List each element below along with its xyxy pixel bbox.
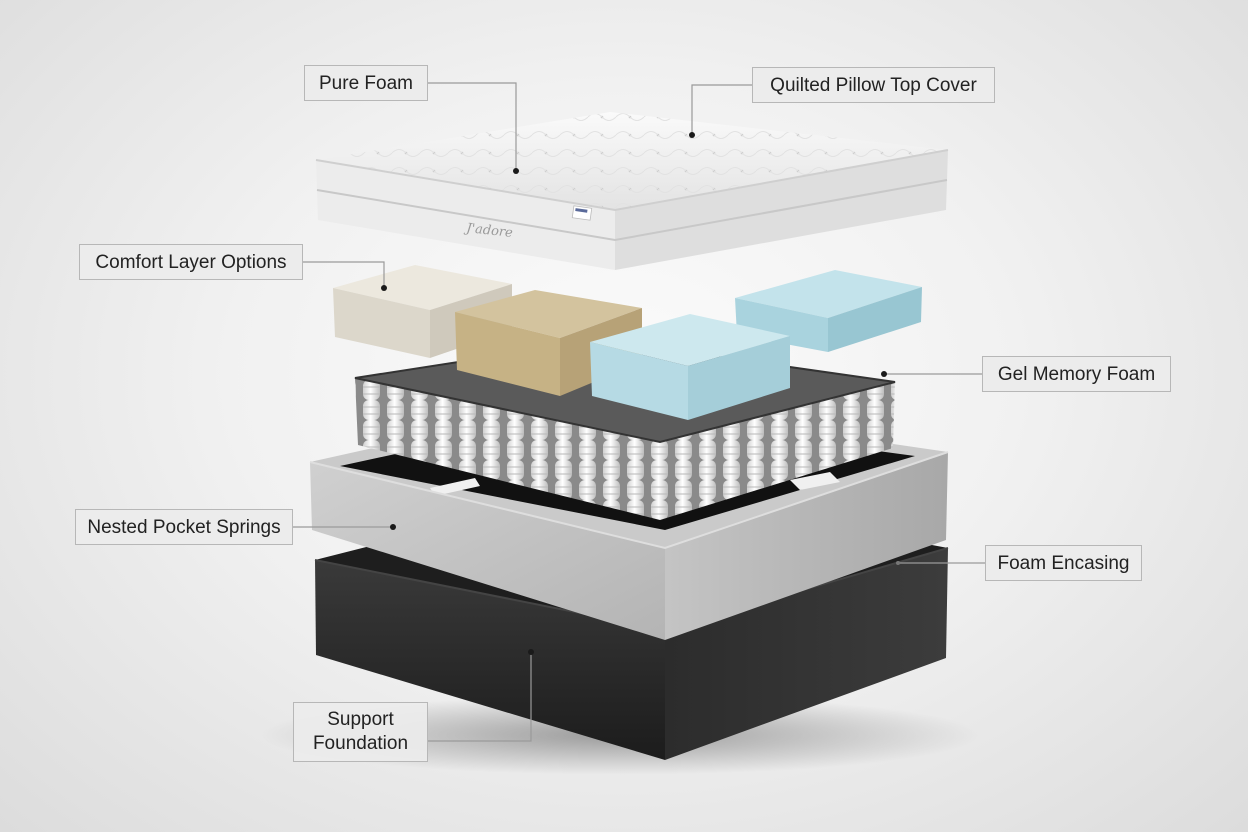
anchor-dot-comfort-layer (381, 285, 387, 291)
leader-quilted-cover (691, 84, 752, 135)
pillow-top-mattress-graphic: J'adore (315, 112, 949, 270)
anchor-dot-pocket-springs (390, 524, 396, 530)
label-comfort-layer-options: Comfort Layer Options (79, 244, 303, 280)
anchor-dots (381, 132, 900, 655)
leader-pure-foam (428, 82, 517, 171)
label-foam-encasing: Foam Encasing (985, 545, 1142, 581)
anchor-dot-support-foundation (528, 649, 534, 655)
label-pure-foam: Pure Foam (304, 65, 428, 101)
label-gel-memory-foam: Gel Memory Foam (982, 356, 1171, 392)
leader-lines (293, 82, 985, 742)
anchor-dot-gel-memory (881, 371, 887, 377)
gel-foam-block-front (590, 314, 790, 420)
leader-comfort-layer (303, 261, 385, 288)
anchor-dot-pure-foam (513, 168, 519, 174)
label-support-foundation: Support Foundation (293, 702, 428, 762)
anchor-dot-foam-encasing (896, 561, 900, 565)
brand-script: J'adore (463, 221, 514, 241)
label-nested-pocket-springs: Nested Pocket Springs (75, 509, 293, 545)
leader-support-foundation (428, 652, 532, 742)
label-quilted-pillow-top-cover: Quilted Pillow Top Cover (752, 67, 995, 103)
anchor-dot-quilted-cover (689, 132, 695, 138)
